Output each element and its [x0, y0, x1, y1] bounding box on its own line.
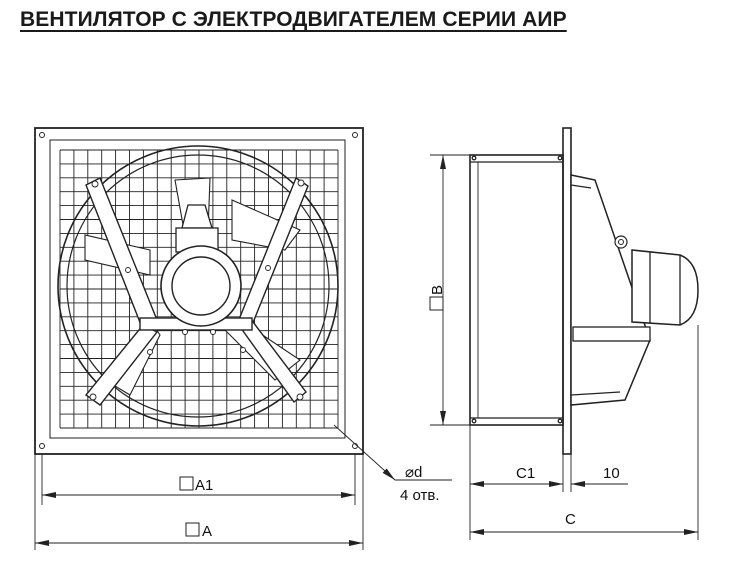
- a-label: A: [185, 522, 212, 540]
- ten-label: 10: [603, 465, 620, 482]
- arm-bolts: [89, 179, 305, 401]
- hole-count-label: 4 отв.: [400, 487, 440, 504]
- fan-ring-inner: [66, 154, 330, 418]
- side-motor: [631, 249, 699, 326]
- front-inner-frame: [49, 139, 346, 439]
- support-arms: [84, 176, 309, 406]
- hole-leader: [333, 424, 396, 481]
- side-flange: [562, 127, 572, 455]
- front-view: [34, 127, 364, 455]
- page-title: ВЕНТИЛЯТОР С ЭЛЕКТРОДВИГАТЕЛЕМ СЕРИИ АИР: [20, 8, 567, 31]
- c-label: C: [565, 511, 576, 528]
- front-frame: [34, 127, 364, 455]
- motor-face: [171, 256, 231, 316]
- c1-label: C1: [516, 465, 535, 482]
- front-dimensions: [34, 424, 452, 550]
- hole-diameter-label: ⌀d: [405, 464, 422, 481]
- a1-label-text: A1: [195, 477, 213, 494]
- side-body: [469, 154, 564, 426]
- b-label-text: B: [429, 285, 446, 295]
- side-lifting-eye: [614, 235, 628, 249]
- a-label-text: A: [202, 523, 212, 540]
- side-view: [469, 127, 699, 455]
- side-dimensions: [430, 154, 699, 540]
- motor-mount-bracket: [570, 174, 651, 406]
- mounting-holes: [39, 132, 358, 449]
- a1-label: A1: [179, 476, 213, 494]
- b-label: B: [429, 285, 446, 311]
